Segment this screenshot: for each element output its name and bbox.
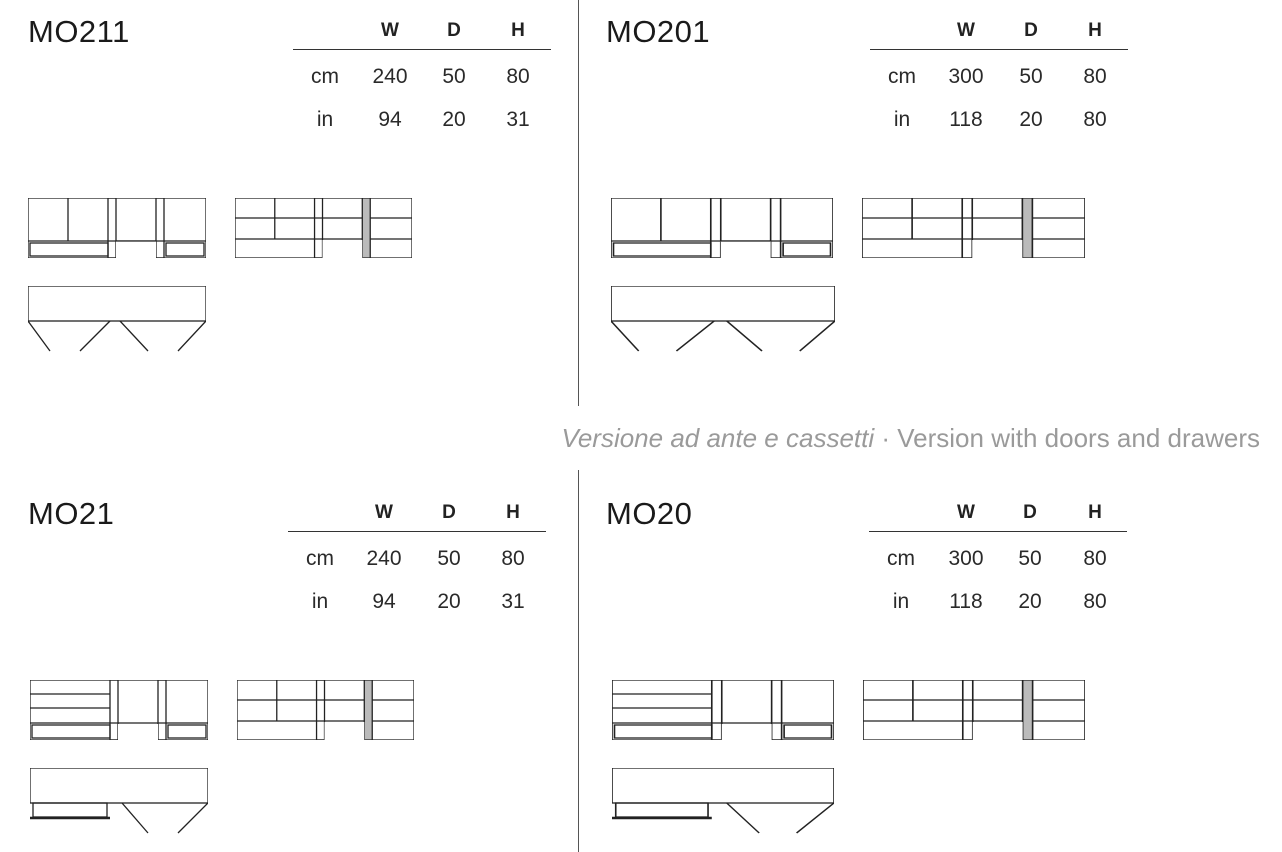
open-front-drawing <box>863 680 1085 740</box>
in-h-cell: 31 <box>501 590 525 613</box>
cm-w-cell: 240 <box>372 65 408 88</box>
table-rule <box>870 49 1128 50</box>
column-header-d: D <box>447 20 461 41</box>
cm-d-cell: 50 <box>1019 65 1043 88</box>
product-code: MO20 <box>606 496 693 531</box>
column-header-d: D <box>442 502 456 523</box>
column-header-h: H <box>506 502 520 523</box>
cm-unit-cell: cm <box>888 65 916 88</box>
product-code: MO21 <box>28 496 115 531</box>
cm-d-cell: 50 <box>442 65 466 88</box>
in-h-cell: 31 <box>506 108 530 131</box>
column-header-h: H <box>1088 502 1102 523</box>
cm-w-cell: 300 <box>948 547 984 570</box>
column-header-h: H <box>511 20 525 41</box>
table-rule <box>869 531 1127 532</box>
vertical-divider-bottom <box>578 470 579 852</box>
plan-view-drawing <box>612 768 834 834</box>
open-front-drawing <box>862 198 1085 258</box>
in-h-cell: 80 <box>1083 108 1107 131</box>
in-w-cell: 118 <box>949 108 983 131</box>
in-unit-cell: in <box>311 590 329 613</box>
cm-d-cell: 50 <box>437 547 461 570</box>
table-rule <box>293 49 551 50</box>
in-unit-cell: in <box>892 590 910 613</box>
cm-h-cell: 80 <box>1083 65 1107 88</box>
front-elevation-drawing <box>612 680 834 740</box>
column-header-w: W <box>381 20 399 41</box>
front-elevation-drawing <box>28 198 206 258</box>
in-w-cell: 94 <box>372 590 396 613</box>
product-code: MO201 <box>606 14 711 49</box>
plan-view-drawing <box>611 286 835 352</box>
in-d-cell: 20 <box>437 590 461 613</box>
open-front-drawing <box>235 198 412 258</box>
front-elevation-drawing <box>611 198 833 258</box>
cm-h-cell: 80 <box>506 65 530 88</box>
in-d-cell: 20 <box>1018 590 1042 613</box>
plan-view-drawing <box>28 286 206 352</box>
cm-h-cell: 80 <box>501 547 525 570</box>
open-front-drawing <box>237 680 414 740</box>
in-w-cell: 118 <box>949 590 983 613</box>
caption-english: Version with doors and drawers <box>897 423 1260 453</box>
cm-unit-cell: cm <box>887 547 915 570</box>
vertical-divider-top <box>578 0 579 406</box>
in-unit-cell: in <box>893 108 911 131</box>
in-w-cell: 94 <box>378 108 402 131</box>
column-header-w: W <box>957 502 975 523</box>
cm-unit-cell: cm <box>306 547 334 570</box>
plan-view-drawing <box>30 768 208 834</box>
column-header-w: W <box>957 20 975 41</box>
table-rule <box>288 531 546 532</box>
front-elevation-drawing <box>30 680 208 740</box>
caption-separator: · <box>874 423 898 453</box>
in-h-cell: 80 <box>1083 590 1107 613</box>
section-caption: Versione ad ante e cassetti · Version wi… <box>561 423 1260 454</box>
in-d-cell: 20 <box>442 108 466 131</box>
column-header-d: D <box>1024 20 1038 41</box>
column-header-h: H <box>1088 20 1102 41</box>
cm-h-cell: 80 <box>1083 547 1107 570</box>
in-unit-cell: in <box>316 108 334 131</box>
column-header-d: D <box>1023 502 1037 523</box>
product-code: MO211 <box>28 14 130 49</box>
in-d-cell: 20 <box>1019 108 1043 131</box>
column-header-w: W <box>375 502 393 523</box>
caption-italian: Versione ad ante e cassetti <box>561 423 875 453</box>
cm-w-cell: 300 <box>948 65 984 88</box>
cm-unit-cell: cm <box>311 65 339 88</box>
cm-d-cell: 50 <box>1018 547 1042 570</box>
cm-w-cell: 240 <box>366 547 402 570</box>
